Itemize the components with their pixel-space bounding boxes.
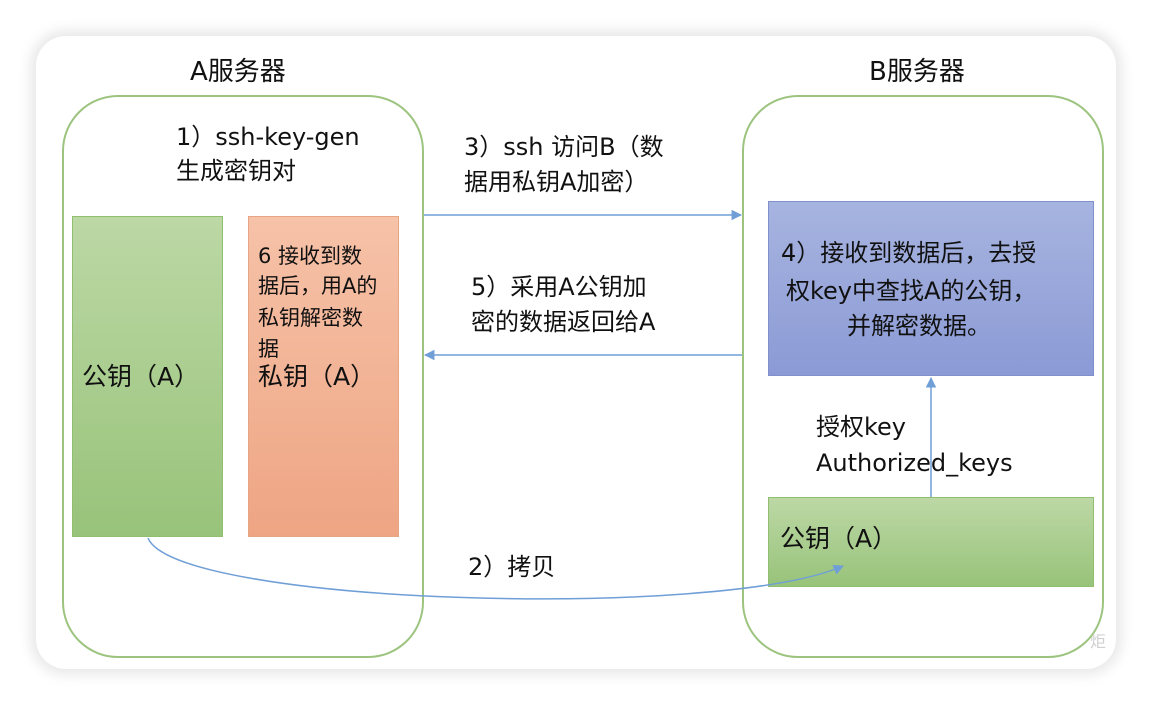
step3-label-line2: 据用私钥A加密） — [464, 168, 649, 196]
step6-label-line2: 据后，用A的 — [258, 274, 378, 298]
server-a-title: A服务器 — [190, 57, 286, 87]
step5-label-line2: 密的数据返回给A — [471, 308, 656, 336]
step5-label-line1: 5）采用A公钥加 — [471, 273, 647, 301]
server-b-title: B服务器 — [869, 57, 965, 87]
step6-label-line1: 6 接收到数 — [258, 244, 363, 268]
step4-label-line2: 权key中查找A的公钥， — [786, 277, 1037, 305]
step3-label-line1: 3）ssh 访问B（数 — [464, 133, 664, 161]
step4-label-line3: 并解密数据。 — [847, 312, 991, 340]
server-b-public-key-label: 公钥（A） — [780, 524, 898, 553]
step4-label-line1: 4）接收到数据后，去授 — [781, 239, 1037, 267]
server-a-private-key-label: 私钥（A） — [258, 362, 376, 391]
step6-label-line3: 私钥解密数 — [258, 306, 363, 330]
step1-label-line2: 生成密钥对 — [176, 157, 296, 185]
watermark: 炬 — [1090, 632, 1107, 651]
step2-label: 2）拷贝 — [468, 553, 556, 581]
server-a-private-key-box: 6 接收到数 据后，用A的 私钥解密数 据 私钥（A） — [248, 216, 399, 537]
server-b-process-box: 4）接收到数据后，去授 权key中查找A的公钥， 并解密数据。 — [768, 201, 1094, 376]
step6-label-line4: 据 — [258, 337, 279, 361]
server-a-public-key-box: 公钥（A） — [72, 216, 223, 537]
authorized-key-label-line2: Authorized_keys — [816, 449, 1013, 477]
step1-label-line1: 1）ssh-key-gen — [176, 123, 360, 151]
authorized-key-label-line1: 授权key — [816, 413, 907, 441]
server-b-public-key-box: 公钥（A） — [768, 497, 1094, 587]
server-a-public-key-label: 公钥（A） — [82, 362, 200, 391]
